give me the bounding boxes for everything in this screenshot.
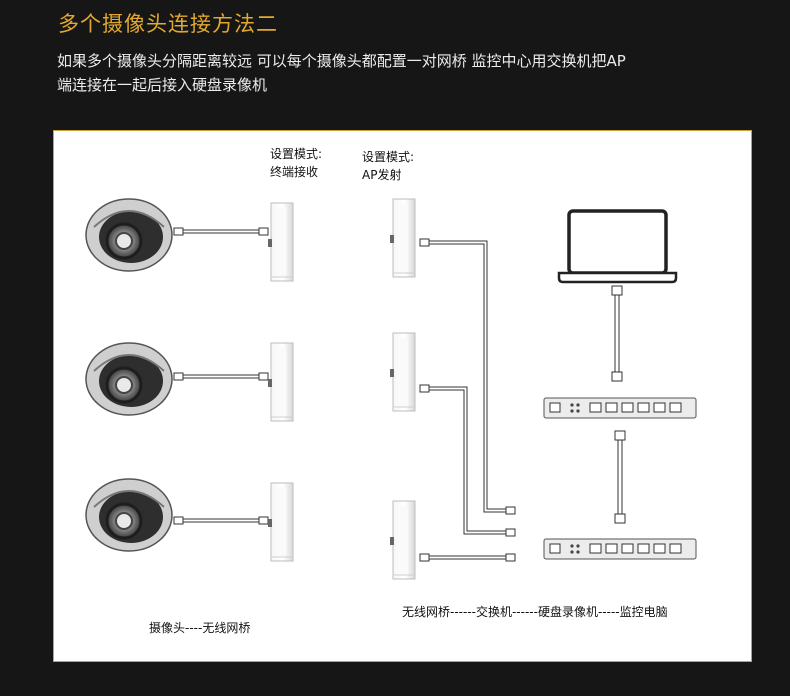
rj45-connector: [505, 528, 516, 537]
rj45-connector: [173, 516, 184, 525]
rj45-connector: [419, 553, 430, 562]
network-switch-icon-2: [543, 538, 697, 560]
rj45-connector: [505, 553, 516, 562]
ap-bridge-icon-2: [389, 332, 416, 412]
network-diagram: 设置模式: 终端接收 设置模式: AP发射 摄像头----无线网桥 无线网桥--…: [53, 130, 752, 662]
description-line-2: 端连接在一起后接入硬盘录像机: [57, 76, 268, 94]
rj45-connector: [614, 513, 626, 524]
network-switch-icon-1: [543, 397, 697, 419]
dome-camera-icon-3: [84, 477, 174, 553]
page-title: 多个摄像头连接方法二: [58, 12, 278, 36]
client-bridge-icon-1: [267, 202, 294, 282]
rj45-connector: [173, 372, 184, 381]
rj45-connector: [258, 227, 269, 236]
description-line-1: 如果多个摄像头分隔距离较远 可以每个摄像头都配置一对网桥 监控中心用交换机把AP: [57, 52, 626, 70]
rj45-connector: [258, 516, 269, 525]
rj45-connector: [505, 506, 516, 515]
rj45-connector: [258, 372, 269, 381]
dome-camera-icon-1: [84, 197, 174, 273]
rj45-connector: [611, 371, 623, 382]
client-bridge-icon-3: [267, 482, 294, 562]
caption-camera-bridge: 摄像头----无线网桥: [149, 621, 251, 635]
rj45-connector: [419, 384, 430, 393]
ap-bridge-icon-1: [389, 198, 416, 278]
camera-cables: [181, 229, 266, 523]
dome-camera-icon-2: [84, 341, 174, 417]
client-bridge-icon-2: [267, 342, 294, 422]
description: 如果多个摄像头分隔距离较远 可以每个摄像头都配置一对网桥 监控中心用交换机把AP…: [57, 49, 757, 97]
rj45-connector: [614, 430, 626, 441]
ap-to-switch-cables: [426, 240, 512, 560]
rj45-connector: [611, 285, 623, 296]
laptop-icon: [557, 209, 678, 284]
switch-link-cable: [617, 434, 623, 519]
rj45-connector: [173, 227, 184, 236]
laptop-cable: [614, 289, 620, 377]
ap-mode-label: 设置模式: AP发射: [362, 150, 415, 182]
caption-network-chain: 无线网桥------交换机------硬盘录像机-----监控电脑: [402, 605, 668, 619]
rj45-connector: [419, 238, 430, 247]
client-mode-label: 设置模式: 终端接收: [270, 147, 323, 179]
ap-bridge-icon-3: [389, 500, 416, 580]
